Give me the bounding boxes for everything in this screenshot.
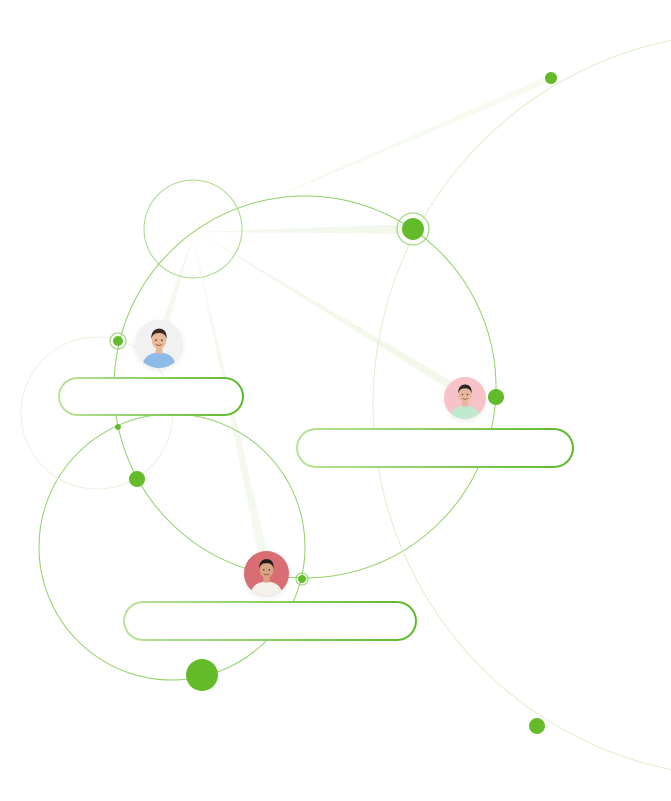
node-dot [129,471,145,487]
connection-beams [156,74,551,572]
text-field-2[interactable] [296,428,574,468]
network-nodes [109,72,557,734]
node-dot [186,659,218,691]
beam [156,232,194,342]
avatar [244,551,289,596]
node-dot [115,424,121,430]
beam [194,224,413,234]
ring-lower [38,413,306,681]
node-halo [396,212,430,246]
node-dot [488,389,504,405]
text-field-3[interactable] [123,601,417,641]
node-dot [113,336,123,346]
person-portrait-icon [141,328,177,368]
avatar [135,320,183,368]
ring-outer [372,40,671,770]
node-halo [295,572,309,586]
beam [194,230,470,400]
text-field-1[interactable] [58,377,244,416]
node-dot [529,718,545,734]
node-dot [298,575,306,583]
avatar [444,377,486,419]
ring-small [143,179,243,279]
person-portrait-icon [449,384,481,419]
beam [194,74,551,232]
node-dot [402,218,424,240]
node-dot [545,72,557,84]
person-portrait-icon [250,559,283,596]
node-halo [109,332,127,350]
